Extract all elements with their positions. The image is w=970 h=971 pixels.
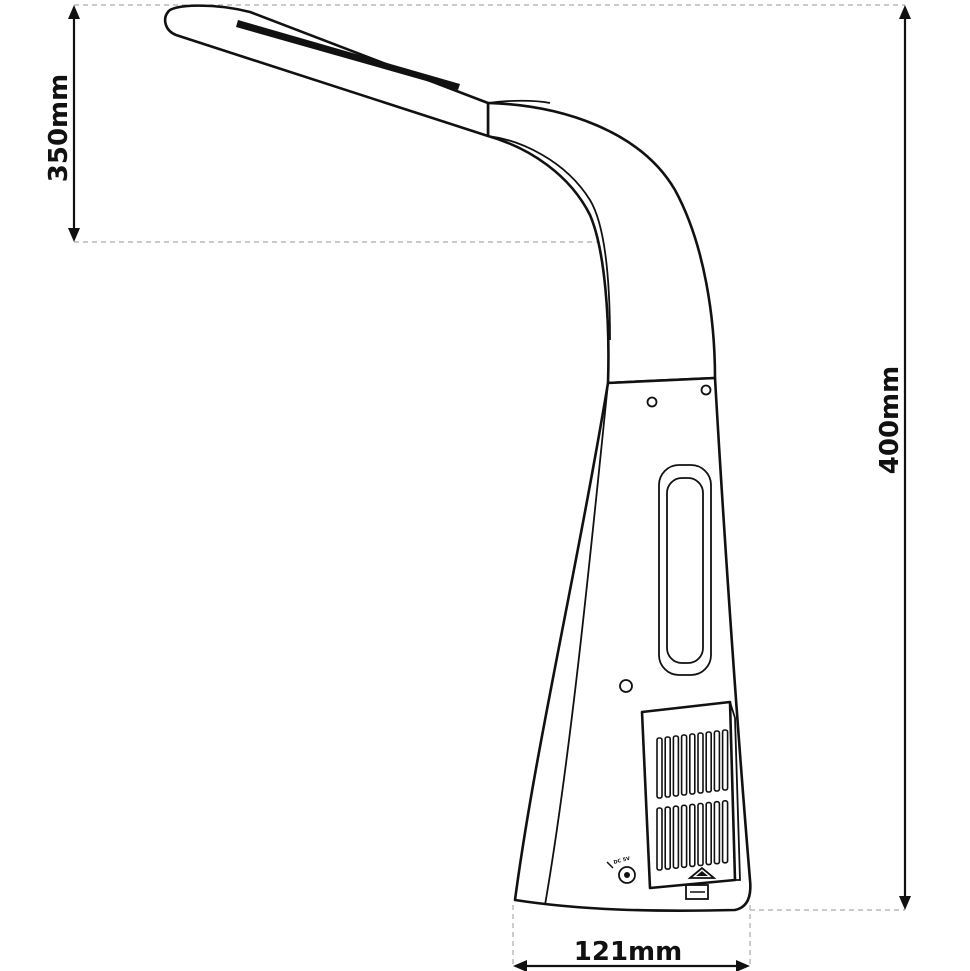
light-strip <box>236 20 460 90</box>
dimension-arrow-121 <box>513 960 750 971</box>
grille-slot <box>721 729 729 791</box>
grille-slot <box>688 733 696 795</box>
grille-slot <box>672 805 680 870</box>
lamp-arm <box>163 4 717 385</box>
grille-slot <box>713 730 721 792</box>
grille-slot <box>697 732 704 794</box>
indicator-hole <box>619 679 633 693</box>
grille-latch <box>685 866 717 900</box>
base-width-label: 121mm <box>574 937 682 967</box>
lamp-head-inner-edge <box>175 34 489 137</box>
lamp-head <box>163 4 490 138</box>
grille-slot <box>680 804 688 869</box>
grille-slot <box>672 735 680 797</box>
grille-slot <box>713 800 721 865</box>
dimension-arrow-400 <box>899 5 911 910</box>
grille-slot <box>721 799 729 864</box>
guide-lines <box>74 4 905 968</box>
grille-slot <box>697 802 704 867</box>
lamp-base: DC 5V <box>513 376 752 912</box>
grille-slot <box>664 806 672 870</box>
grille-slot <box>680 734 688 796</box>
grille-slots <box>656 729 729 871</box>
grille-slot <box>705 801 713 866</box>
dimension-arrow-350 <box>68 5 80 242</box>
port-label: DC 5V <box>613 856 631 866</box>
screw-hole-left <box>646 396 658 408</box>
screw-hole-right <box>700 384 712 396</box>
grille-slot <box>656 807 663 871</box>
grille-slot <box>705 731 713 793</box>
grille-slot <box>664 736 672 798</box>
arm-height-label: 350mm <box>44 74 74 182</box>
power-port: DC 5V <box>606 856 636 884</box>
base-side-curve <box>544 382 609 906</box>
total-height-label: 400mm <box>875 366 905 474</box>
lamp-neck-inner-curve <box>487 135 611 341</box>
lamp-neck <box>486 101 717 385</box>
grille-slot <box>656 737 663 799</box>
lamp-neck-seam <box>487 99 551 104</box>
grille-slot <box>688 803 696 868</box>
control-window-inner <box>666 477 704 664</box>
control-window <box>658 464 712 676</box>
